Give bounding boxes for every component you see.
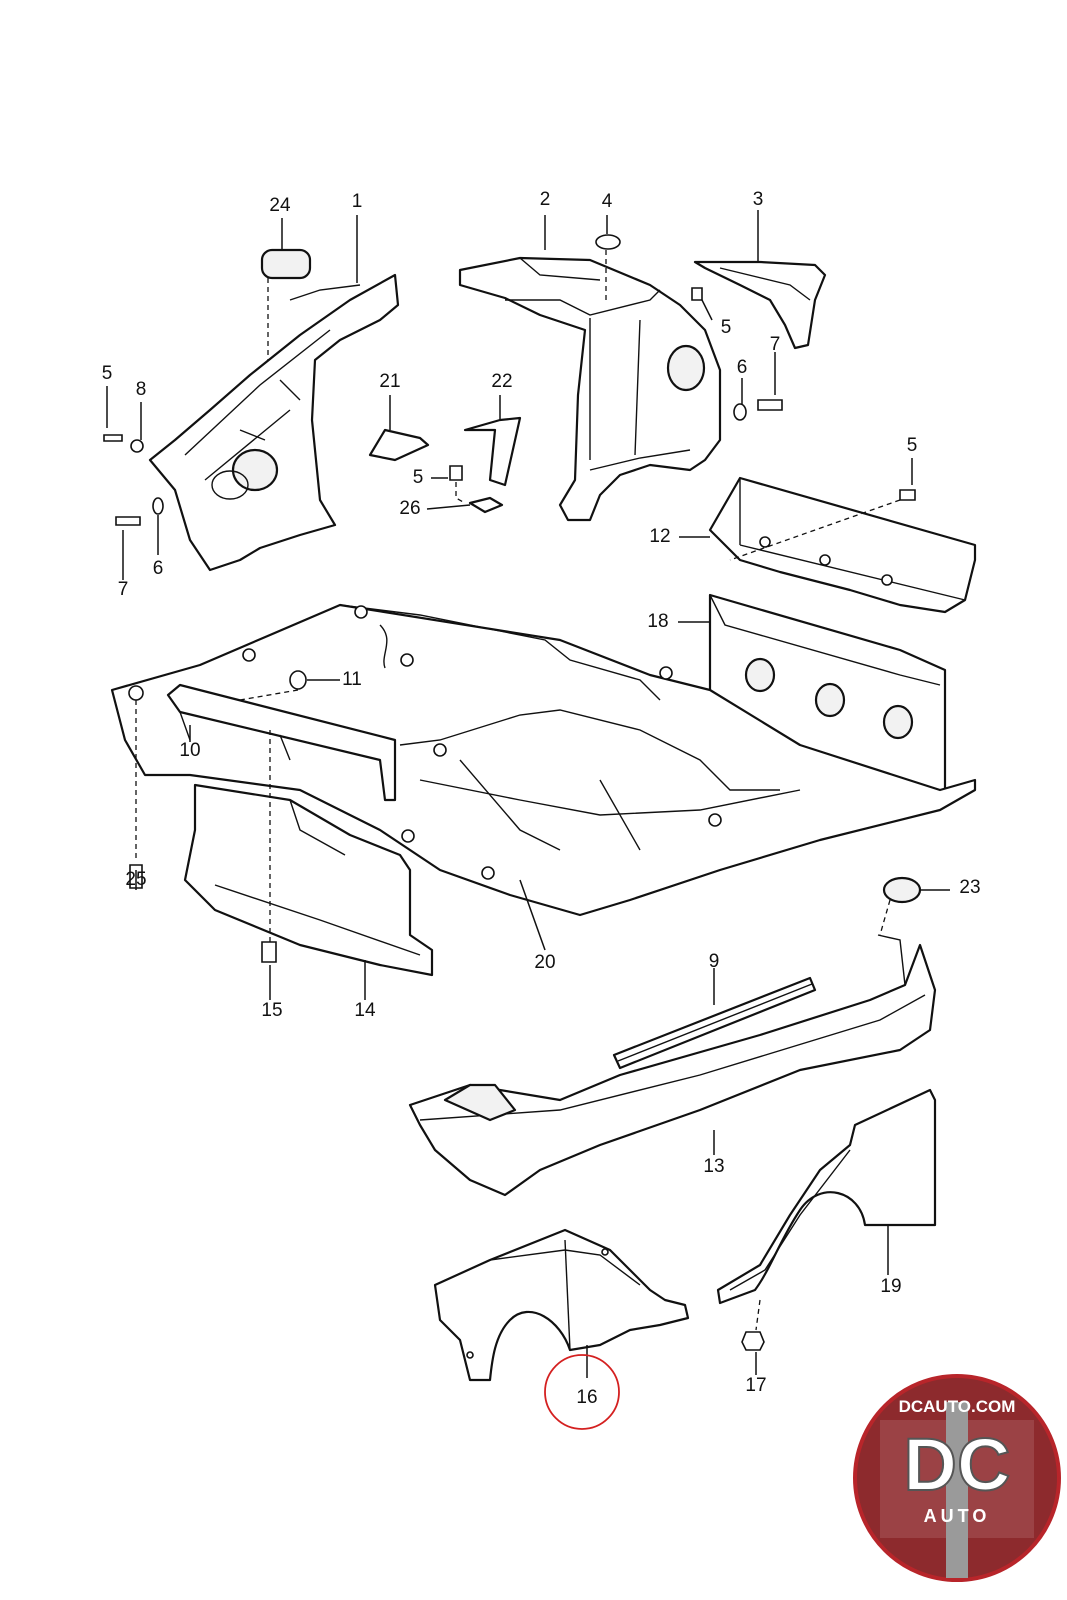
part-3-bracket	[693, 260, 827, 350]
callout-20: 20	[534, 952, 555, 973]
callout-5-top-right: 5	[721, 317, 732, 338]
leader-lines	[106, 210, 950, 1378]
part-13-rear-tray	[408, 934, 937, 1197]
callout-25: 25	[125, 869, 146, 890]
callout-11: 11	[342, 669, 362, 690]
callout-8: 8	[136, 379, 147, 400]
nut-4	[595, 234, 621, 250]
washer-6b	[733, 403, 747, 421]
bolt-7b	[757, 399, 783, 411]
plug-23	[882, 876, 922, 904]
callout-9: 9	[709, 951, 720, 972]
part-12-cross-member	[708, 476, 977, 614]
logo-url: DCAUTO.COM	[899, 1397, 1016, 1416]
callout-10: 10	[179, 740, 200, 761]
callout-5-center: 5	[413, 467, 424, 488]
hardware	[103, 234, 922, 1351]
bracket-22	[463, 416, 522, 487]
part-9-trim-strip	[612, 976, 817, 1070]
washer-8	[130, 439, 144, 453]
part-10-rail	[166, 683, 397, 802]
callout-18: 18	[647, 611, 668, 632]
bolt-15	[261, 941, 277, 963]
bolt-5a	[103, 434, 123, 442]
highlight-circle	[544, 1354, 620, 1430]
clip-26	[468, 496, 504, 514]
callout-16: 16	[576, 1387, 597, 1408]
callout-23: 23	[959, 877, 980, 898]
part-20-floor-pan	[110, 603, 977, 917]
callout-3: 3	[753, 189, 764, 210]
callout-26: 26	[399, 498, 420, 519]
part-14-side-shield	[183, 783, 434, 977]
callout-7-left: 7	[118, 579, 129, 600]
callout-2: 2	[540, 189, 551, 210]
callout-13: 13	[703, 1156, 724, 1177]
part-16-side-panel	[433, 1228, 690, 1382]
part-1-wheel-housing-left	[148, 273, 400, 572]
callout-6-left: 6	[153, 558, 164, 579]
callouts: 1 2 3 4 24 5 8 5 6 7 21 22 5 26 7 6 5 12…	[102, 189, 981, 1408]
bolt-7a	[115, 516, 141, 526]
callout-5-right: 5	[907, 435, 918, 456]
callout-1: 1	[352, 191, 363, 212]
callout-4: 4	[602, 191, 613, 212]
callout-6-right: 6	[737, 357, 748, 378]
bolt-5b	[691, 287, 703, 301]
callout-22: 22	[491, 371, 512, 392]
nut-17	[741, 1331, 765, 1351]
bolt-5c	[449, 465, 463, 481]
callout-21: 21	[379, 371, 400, 392]
bracket-21	[368, 428, 430, 462]
callout-5-left: 5	[102, 363, 113, 384]
part-2-bulkhead	[458, 256, 722, 522]
callout-14: 14	[354, 1000, 376, 1021]
callout-19: 19	[880, 1276, 901, 1297]
callout-15: 15	[261, 1000, 282, 1021]
logo-initials: DC	[904, 1423, 1011, 1506]
grommet-24	[260, 248, 312, 280]
logo-subtitle: AUTO	[924, 1506, 991, 1526]
dcauto-logo: DCAUTO.COM DC AUTO	[849, 1370, 1065, 1586]
callout-7-right: 7	[770, 334, 781, 355]
callout-17: 17	[745, 1375, 766, 1396]
callout-12: 12	[649, 526, 670, 547]
callout-24: 24	[269, 195, 291, 216]
bolt-5d	[899, 489, 916, 501]
nut-11	[289, 670, 307, 690]
washer-6a	[152, 497, 164, 515]
part-19-side-panel	[716, 1088, 937, 1305]
